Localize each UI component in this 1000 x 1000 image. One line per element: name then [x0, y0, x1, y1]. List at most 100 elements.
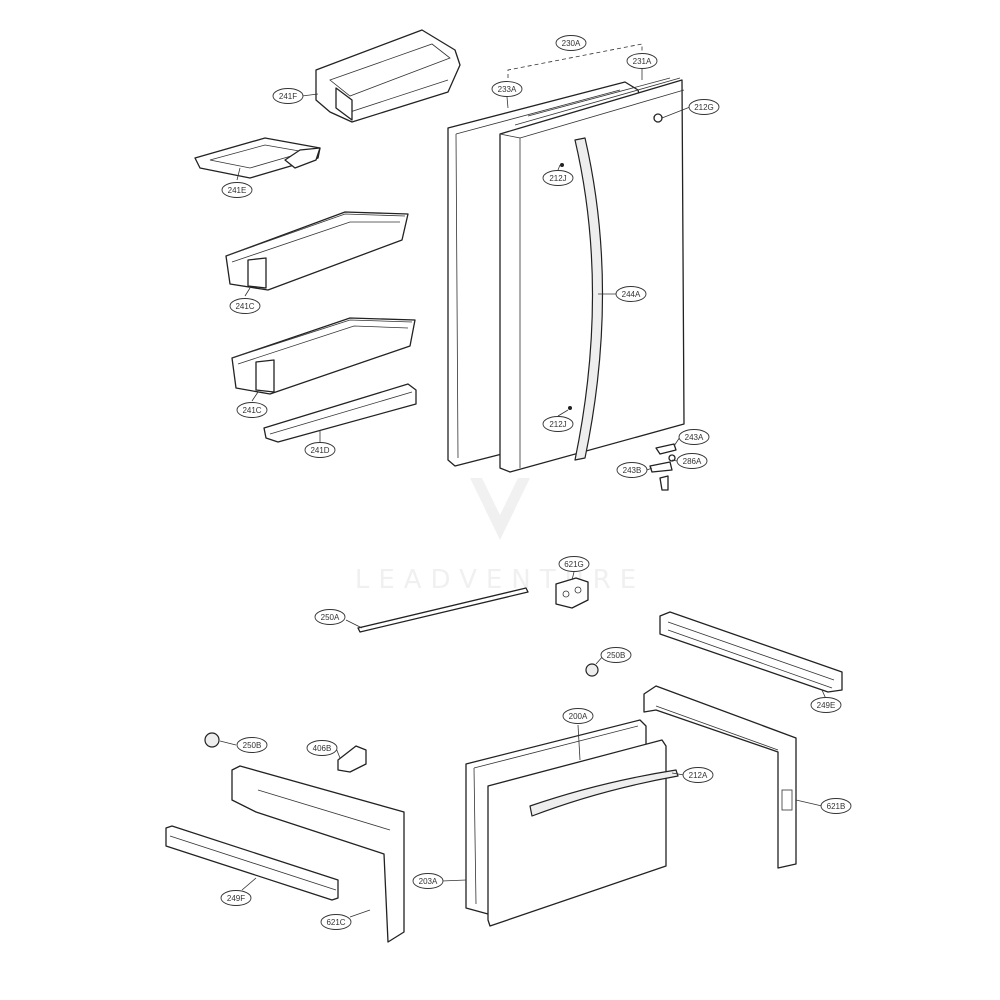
callout-label: 212A	[689, 771, 708, 780]
callout-label: 243B	[623, 466, 642, 475]
callout-243a: 243A	[678, 429, 710, 445]
callout-oval	[558, 556, 590, 572]
callout-241d: 241D	[304, 442, 336, 458]
part-621G	[555, 577, 589, 609]
callout-oval	[542, 416, 574, 432]
callout-oval	[314, 609, 346, 625]
callout-203a: 203A	[412, 873, 444, 889]
drawer-front	[487, 739, 679, 927]
watermark: LEADVENTURE	[355, 478, 645, 595]
bracket-621B	[643, 685, 797, 869]
door-panel	[499, 77, 685, 473]
callout-label: 212J	[549, 420, 566, 429]
callout-oval	[491, 81, 523, 97]
callout-oval	[542, 170, 574, 186]
callout-label: 212G	[694, 103, 714, 112]
callout-label: 241C	[242, 406, 261, 415]
callout-oval	[320, 914, 352, 930]
bar-241D	[263, 383, 417, 443]
leader-lines	[219, 69, 827, 918]
callout-oval	[236, 402, 268, 418]
callout-label: 230A	[562, 39, 581, 48]
callout-241f: 241F	[272, 88, 304, 104]
callout-label: 241F	[279, 92, 297, 101]
callout-label: 212J	[549, 174, 566, 183]
callout-406b: 406B	[306, 740, 338, 756]
bin-241C-upper	[225, 211, 409, 291]
callout-oval	[304, 442, 336, 458]
tray-241E	[194, 137, 321, 179]
callout-label: 244A	[622, 290, 641, 299]
callout-label: 250A	[321, 613, 340, 622]
callout-243b: 243B	[616, 462, 648, 478]
callout-oval	[810, 697, 842, 713]
callout-621b: 621B	[820, 798, 852, 814]
callout-oval	[688, 99, 720, 115]
callout-230a: 230A	[555, 35, 587, 51]
callout-oval	[626, 53, 658, 69]
callout-621g: 621G	[558, 556, 590, 572]
bin-241F	[315, 29, 461, 123]
callout-oval	[820, 798, 852, 814]
callout-250b: 250B	[600, 647, 632, 663]
rail-249F	[165, 825, 339, 901]
callout-oval	[615, 286, 647, 302]
callout-label: 241D	[310, 446, 329, 455]
callout-label: 621C	[326, 918, 345, 927]
part-250B-right	[585, 663, 599, 677]
callout-label: 241C	[235, 302, 254, 311]
callout-oval	[272, 88, 304, 104]
callout-label: 621B	[827, 802, 846, 811]
callout-244a: 244A	[615, 286, 647, 302]
callout-oval	[221, 182, 253, 198]
callout-212j: 212J	[542, 170, 574, 186]
callout-label: 249F	[227, 894, 245, 903]
callout-oval	[682, 767, 714, 783]
callout-oval	[562, 708, 594, 724]
callout-label: 621G	[564, 560, 584, 569]
callout-oval	[616, 462, 648, 478]
callout-249f: 249F	[220, 890, 252, 906]
callout-250a: 250A	[314, 609, 346, 625]
callout-oval	[555, 35, 587, 51]
callout-241e: 241E	[221, 182, 253, 198]
bin-241C-lower	[231, 317, 416, 395]
callout-oval	[236, 737, 268, 753]
callout-212j: 212J	[542, 416, 574, 432]
callout-286a: 286A	[676, 453, 708, 469]
callout-241c: 241C	[236, 402, 268, 418]
callout-231a: 231A	[626, 53, 658, 69]
callout-oval	[600, 647, 632, 663]
callout-212a: 212A	[682, 767, 714, 783]
bracket-621C	[231, 765, 405, 943]
callout-212g: 212G	[688, 99, 720, 115]
rail-249E	[659, 611, 843, 693]
callout-label: 200A	[569, 712, 588, 721]
callout-label: 241E	[228, 186, 247, 195]
callout-label: 250B	[607, 651, 626, 660]
callout-250b: 250B	[236, 737, 268, 753]
callout-label: 203A	[419, 877, 438, 886]
callout-oval	[229, 298, 261, 314]
callout-layer: 241F 241E 241C 241C 241D 230A 231A 233A 212G 212J…	[220, 35, 852, 930]
callout-label: 249E	[817, 701, 836, 710]
part-406B	[337, 745, 367, 773]
callout-label: 233A	[498, 85, 517, 94]
callout-label: 406B	[313, 744, 332, 753]
callout-200a: 200A	[562, 708, 594, 724]
callout-oval	[676, 453, 708, 469]
callout-oval	[220, 890, 252, 906]
callout-621c: 621C	[320, 914, 352, 930]
callout-233a: 233A	[491, 81, 523, 97]
callout-label: 231A	[633, 57, 652, 66]
callout-241c: 241C	[229, 298, 261, 314]
hinge-parts	[649, 443, 677, 491]
callout-249e: 249E	[810, 697, 842, 713]
callout-label: 243A	[685, 433, 704, 442]
callout-label: 250B	[243, 741, 262, 750]
callout-oval	[412, 873, 444, 889]
watermark-text: LEADVENTURE	[355, 565, 645, 595]
callout-oval	[306, 740, 338, 756]
watermark-logo	[470, 478, 530, 540]
